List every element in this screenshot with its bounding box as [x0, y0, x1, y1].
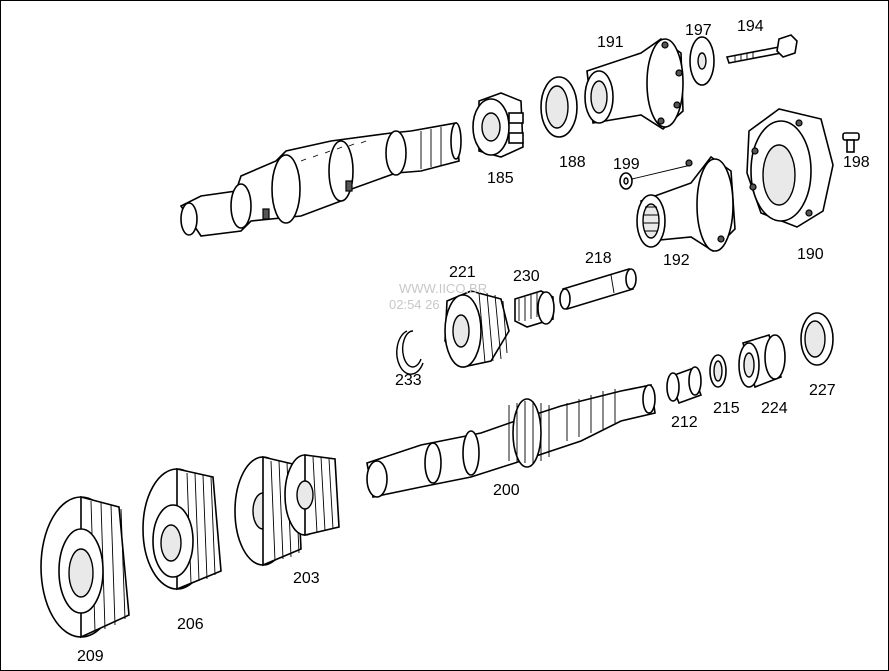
label-194: 194: [737, 18, 764, 35]
label-224: 224: [761, 400, 788, 417]
label-188: 188: [559, 154, 586, 171]
part-192: [636, 155, 736, 253]
part-185: [472, 92, 524, 158]
label-209: 209: [77, 648, 104, 665]
label-227: 227: [809, 382, 836, 399]
part-199: [619, 164, 692, 190]
part-188: [540, 76, 578, 138]
part-194: [725, 34, 798, 64]
label-218: 218: [585, 250, 612, 267]
part-191: [584, 38, 684, 131]
watermark-line-1: WWW.IICO.BR: [399, 281, 487, 296]
part-233: [396, 330, 424, 375]
main-shaft: [179, 122, 462, 237]
part-203: [234, 454, 340, 567]
part-200: [366, 384, 656, 498]
label-190: 190: [797, 246, 824, 263]
label-230: 230: [513, 268, 540, 285]
part-218: [559, 267, 637, 311]
label-215: 215: [713, 400, 740, 417]
label-192: 192: [663, 252, 690, 269]
part-215: [709, 354, 727, 388]
part-230: [514, 290, 555, 328]
label-198: 198: [843, 154, 870, 171]
watermark-line-2: 02:54 26: [389, 297, 440, 312]
part-198: [842, 132, 860, 153]
label-206: 206: [177, 616, 204, 633]
label-203: 203: [293, 570, 320, 587]
label-197: 197: [685, 22, 712, 39]
label-221: 221: [449, 264, 476, 281]
part-227: [800, 312, 834, 366]
part-209: [40, 495, 130, 639]
label-191: 191: [597, 34, 624, 51]
part-190: [746, 108, 834, 228]
part-212: [666, 366, 703, 405]
label-199: 199: [613, 156, 640, 173]
label-233: 233: [395, 372, 422, 389]
label-200: 200: [493, 482, 520, 499]
part-221: [444, 290, 510, 368]
label-212: 212: [671, 414, 698, 431]
label-185: 185: [487, 170, 514, 187]
part-197: [689, 36, 715, 86]
part-206: [142, 468, 222, 591]
part-224: [738, 333, 786, 389]
